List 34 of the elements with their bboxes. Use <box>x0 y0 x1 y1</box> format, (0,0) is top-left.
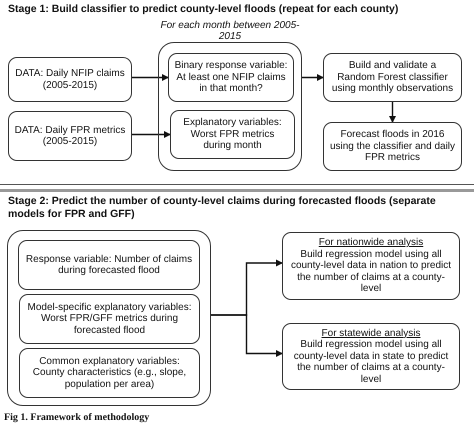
arrow <box>389 102 396 123</box>
box-text: Forecast floods in 2016 using the classifier and daily FPR metrics <box>329 129 456 164</box>
process-box <box>282 232 460 300</box>
box-text: Binary response variable: At least one NFIP claims in that month? <box>174 60 288 95</box>
box-text: Build and validate a Random Forest classifier using monthly observations <box>330 60 454 95</box>
arrow <box>211 314 283 357</box>
box-heading: For nationwide analysis <box>318 237 424 249</box>
process-box <box>323 53 462 102</box>
box-text: DATA: Daily FPR metrics (2005-2015) <box>14 124 126 148</box>
process-box <box>8 111 132 161</box>
process-box <box>18 240 200 290</box>
box-heading: For statewide analysis <box>322 328 420 340</box>
group-box <box>7 230 211 406</box>
box-text: DATA: Daily NFIP claims (2005-2015) <box>14 68 126 91</box>
arrow <box>132 131 171 138</box>
arrow <box>302 74 324 81</box>
section-heading: Stage 1: Build classifier to predict county-level floods (repeat for each county) <box>8 3 400 16</box>
process-box <box>8 57 132 102</box>
arrow <box>132 74 169 81</box>
group-title: For each month between 2005-2015 <box>160 20 300 42</box>
section-heading: Stage 2: Predict the number of county-level claims during forecasted floods (separate models for FPR and GFF) <box>8 195 437 220</box>
box-text: Common explanatory variables: County characteristics (e.g., slope, population per area) <box>32 356 188 390</box>
process-box <box>282 323 460 390</box>
process-box <box>168 53 294 102</box>
process-box <box>323 122 462 171</box>
box-text: Response variable: Number of claims during forecasted flood <box>24 254 194 276</box>
box-text: Model-specific explanatory variables: Worst FPR/GFF metrics during forecasted flood <box>26 302 192 336</box>
figure-caption: Fig 1. Framework of methodology <box>4 412 150 423</box>
box-text: Explanatory variables: Worst FPR metrics during month <box>182 117 283 152</box>
process-box <box>19 294 200 344</box>
box-text: Build regression model using all county-level data in state to predict the number of claims at a county-level <box>292 339 450 386</box>
process-box <box>170 110 295 159</box>
box-text: Build regression model using all county-level data in nation to predict the number of claims at a county-level <box>290 248 452 295</box>
process-box <box>19 348 200 398</box>
